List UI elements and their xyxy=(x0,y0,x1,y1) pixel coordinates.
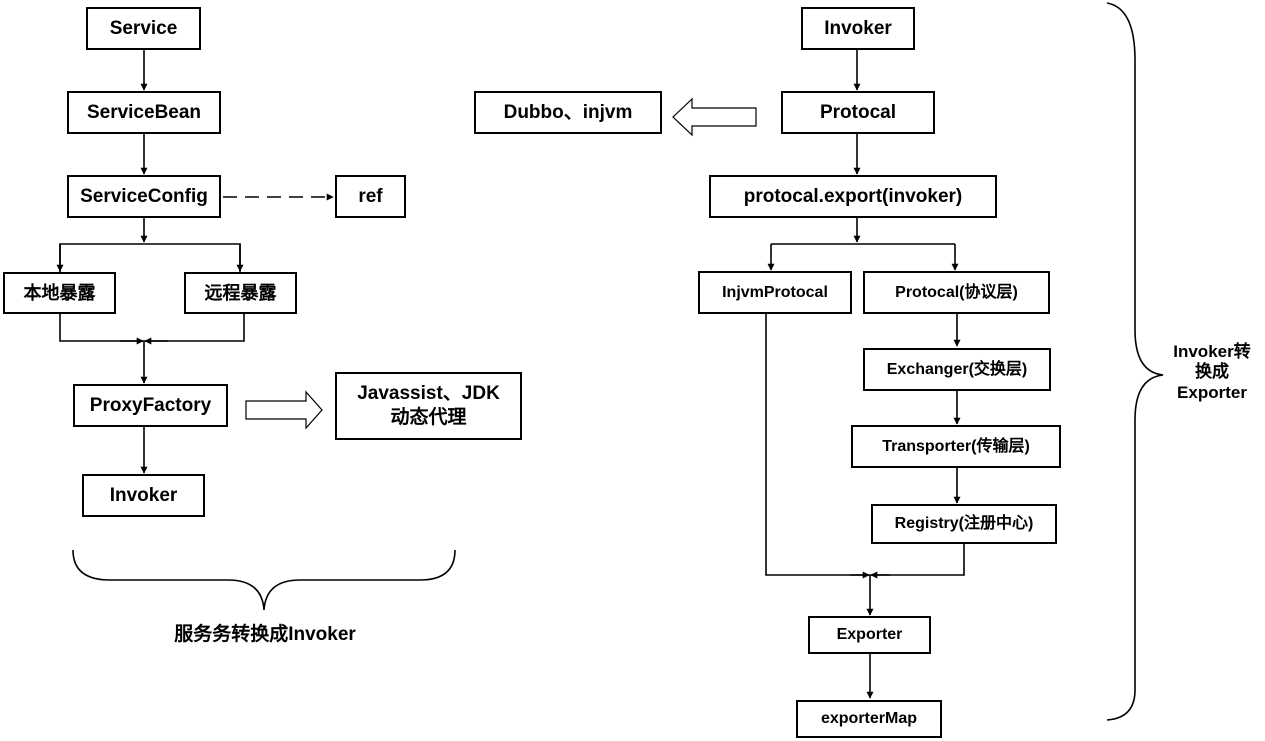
javassist-box: Javassist、JDK 动态代理 xyxy=(335,372,522,440)
remote-export-box: 远程暴露 xyxy=(184,272,297,314)
registry-layer-box: Registry(注册中心) xyxy=(871,504,1057,544)
left-invoker-box: Invoker xyxy=(82,474,205,517)
merge-left xyxy=(59,314,144,342)
protocal-layer-label: Protocal(协议层) xyxy=(895,283,1018,301)
javassist-label-line2: 动态代理 xyxy=(390,407,467,428)
branch-serviceconfig xyxy=(59,243,241,272)
service-label: Service xyxy=(109,17,178,39)
right-invoker-label: Invoker xyxy=(824,17,892,39)
ref-box: ref xyxy=(335,175,406,218)
local-export-box: 本地暴露 xyxy=(3,272,116,314)
exporter-box: Exporter xyxy=(808,616,931,654)
protocal-label: Protocal xyxy=(819,101,897,123)
right-brace xyxy=(1106,2,1164,721)
javassist-label-line1: Javassist、JDK xyxy=(357,383,500,405)
merge-injvm xyxy=(765,314,870,576)
exporter-map-label: exporterMap xyxy=(820,710,918,727)
protocal-export-label: protocal.export(invoker) xyxy=(743,185,963,207)
exchanger-layer-label: Exchanger(交换层) xyxy=(886,360,1028,378)
proxyfactory-box: ProxyFactory xyxy=(73,384,228,427)
local-export-label: 本地暴露 xyxy=(23,282,96,303)
servicebean-box: ServiceBean xyxy=(67,91,221,134)
protocal-layer-box: Protocal(协议层) xyxy=(863,271,1050,314)
protocal-export-box: protocal.export(invoker) xyxy=(709,175,997,218)
right-brace-caption-line1: Invoker转 xyxy=(1173,342,1251,361)
dubbo-injvm-label: Dubbo、injvm xyxy=(503,101,633,123)
remote-export-label: 远程暴露 xyxy=(204,282,277,303)
protocal-box: Protocal xyxy=(781,91,935,134)
exporter-label: Exporter xyxy=(836,626,903,643)
left-brace xyxy=(72,549,456,611)
injvm-protocal-box: InjvmProtocal xyxy=(698,271,852,314)
service-box: Service xyxy=(86,7,201,50)
exporter-map-box: exporterMap xyxy=(796,700,942,738)
injvm-protocal-label: InjvmProtocal xyxy=(722,283,828,301)
merge-registry xyxy=(870,544,965,576)
hollow-arrow-left xyxy=(672,97,757,137)
exchanger-layer-box: Exchanger(交换层) xyxy=(863,348,1051,391)
serviceconfig-box: ServiceConfig xyxy=(67,175,221,218)
right-brace-caption: Invoker转 换成 Exporter xyxy=(1162,342,1262,403)
merge-right xyxy=(144,314,245,342)
registry-layer-label: Registry(注册中心) xyxy=(894,515,1034,532)
dubbo-injvm-box: Dubbo、injvm xyxy=(474,91,662,134)
transporter-layer-box: Transporter(传输层) xyxy=(851,425,1061,468)
left-brace-caption: 服务务转换成Invoker xyxy=(174,624,356,645)
serviceconfig-label: ServiceConfig xyxy=(80,185,208,207)
hollow-arrow-right xyxy=(245,390,323,430)
left-invoker-label: Invoker xyxy=(109,484,178,506)
right-invoker-box: Invoker xyxy=(801,7,915,50)
transporter-layer-label: Transporter(传输层) xyxy=(882,437,1030,455)
servicebean-label: ServiceBean xyxy=(86,101,202,123)
right-brace-caption-line3: Exporter xyxy=(1177,382,1247,402)
ref-label: ref xyxy=(358,185,383,207)
right-brace-caption-line2: 换成 xyxy=(1195,362,1229,382)
proxyfactory-label: ProxyFactory xyxy=(89,394,212,416)
